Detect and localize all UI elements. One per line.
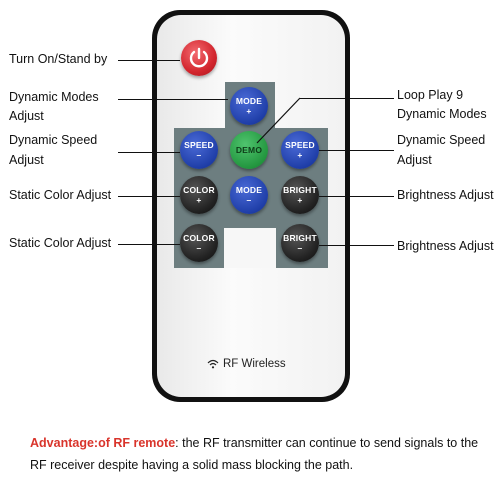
- pointer-dynamic-speed-right: [319, 150, 394, 152]
- pointer-loop-play-h: [300, 98, 394, 100]
- rf-wireless-label: RF Wireless: [207, 358, 286, 370]
- color-minus-button[interactable]: COLOR–: [180, 224, 218, 262]
- advantage-highlight: Advantage:of RF remote: [30, 436, 176, 450]
- label-dynamic-modes-2: Adjust: [9, 109, 44, 123]
- label-static-color-1: Static Color Adjust: [9, 188, 112, 202]
- advantage-text: : the RF transmitter can continue to sen…: [30, 436, 479, 472]
- pointer-brightness-2: [319, 245, 394, 247]
- advantage-note: Advantage:of RF remote: the RF transmitt…: [30, 432, 480, 476]
- pointer-static-color-1: [118, 196, 180, 198]
- button-panel-notch: [224, 228, 276, 268]
- bright-minus-button[interactable]: BRIGHT–: [281, 224, 319, 262]
- mode-minus-button[interactable]: MODE–: [230, 176, 268, 214]
- label-dynamic-speed-right-1: Dynamic Speed: [397, 133, 486, 147]
- demo-button[interactable]: DEMO: [230, 131, 268, 169]
- label-loop-play-2: Dynamic Modes: [397, 107, 487, 121]
- label-dynamic-modes-1: Dynamic Modes: [9, 90, 99, 104]
- label-loop-play-1: Loop Play 9: [397, 88, 464, 102]
- pointer-brightness-1: [319, 196, 394, 198]
- label-dynamic-speed-left-1: Dynamic Speed: [9, 133, 98, 147]
- speed-minus-button[interactable]: SPEED–: [180, 131, 218, 169]
- bright-plus-button[interactable]: BRIGHT+: [281, 176, 319, 214]
- pointer-dynamic-speed-left: [118, 152, 180, 154]
- label-brightness-1: Brightness Adjust: [397, 188, 494, 202]
- wifi-icon: [207, 359, 219, 369]
- pointer-turn-on: [118, 60, 180, 62]
- rf-wireless-text: RF Wireless: [223, 358, 286, 370]
- color-plus-button[interactable]: COLOR+: [180, 176, 218, 214]
- label-static-color-2: Static Color Adjust: [9, 236, 112, 250]
- power-button[interactable]: [181, 40, 217, 76]
- pointer-dynamic-modes: [118, 99, 228, 101]
- label-turn-on: Turn On/Stand by: [9, 52, 108, 66]
- pointer-static-color-2: [118, 244, 180, 246]
- speed-plus-button[interactable]: SPEED+: [281, 131, 319, 169]
- label-dynamic-speed-right-2: Adjust: [397, 153, 432, 167]
- mode-plus-button[interactable]: MODE+: [230, 87, 268, 125]
- label-dynamic-speed-left-2: Adjust: [9, 153, 44, 167]
- label-brightness-2: Brightness Adjust: [397, 239, 494, 253]
- power-icon: [189, 47, 209, 68]
